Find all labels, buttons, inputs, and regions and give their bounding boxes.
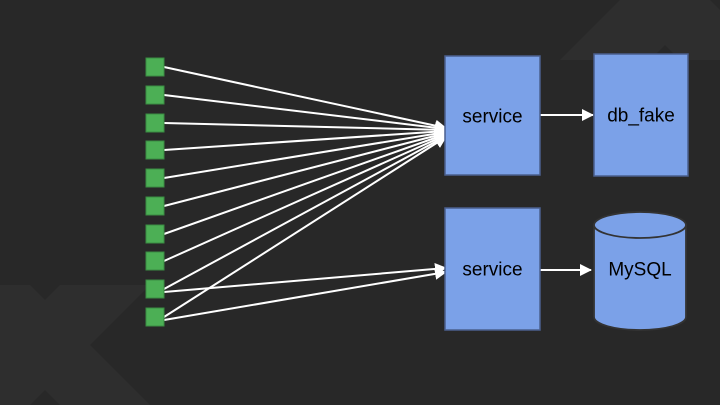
client-square-6[interactable] xyxy=(145,196,165,216)
client-square-1[interactable] xyxy=(145,57,165,77)
edge-client-9-to-service-top xyxy=(163,135,447,290)
edge-client-10-to-service-bottom xyxy=(163,267,447,321)
edge-group-clients-to-service-top xyxy=(163,66,447,318)
node-mysql-label: MySQL xyxy=(608,260,671,281)
edge-client-8-to-service-top xyxy=(163,134,447,262)
client-square-4[interactable] xyxy=(145,140,165,160)
edge-client-6-to-service-top xyxy=(163,129,447,207)
edge-client-2-to-service-top xyxy=(163,94,447,134)
edge-client-1-to-service-top xyxy=(163,66,447,132)
edge-client-5-to-service-top xyxy=(163,127,447,179)
x-cross-watermark-top-right xyxy=(560,0,720,60)
client-square-5[interactable] xyxy=(145,168,165,188)
client-square-8[interactable] xyxy=(145,251,165,271)
edge-client-7-to-service-top xyxy=(163,132,447,235)
edge-client-4-to-service-top xyxy=(163,125,447,151)
x-cross-watermark-bottom-left xyxy=(0,285,150,405)
node-service-bottom[interactable]: service xyxy=(444,207,541,331)
edge-client-10-to-service-top xyxy=(163,136,447,318)
client-square-3[interactable] xyxy=(145,113,165,133)
edge-group-clients-to-service-bottom xyxy=(163,262,447,321)
node-mysql-cylinder-body xyxy=(593,224,687,331)
node-db-fake-shape xyxy=(593,53,689,177)
client-square-list xyxy=(145,57,165,327)
node-service-bottom-shape xyxy=(444,207,541,331)
node-mysql[interactable]: MySQL xyxy=(593,211,687,331)
node-mysql-cylinder-top xyxy=(593,211,687,239)
node-service-top[interactable]: service xyxy=(444,55,541,176)
node-service-bottom-label: service xyxy=(462,260,522,281)
node-db-fake-label: db_fake xyxy=(607,106,675,127)
edge-client-9-to-service-bottom xyxy=(163,262,447,293)
client-square-2[interactable] xyxy=(145,85,165,105)
client-square-10[interactable] xyxy=(145,307,165,327)
node-db-fake[interactable]: db_fake xyxy=(593,53,689,177)
node-service-top-shape xyxy=(444,55,541,176)
node-service-top-label: service xyxy=(462,107,522,128)
client-square-9[interactable] xyxy=(145,279,165,299)
edge-client-3-to-service-top xyxy=(163,122,447,136)
client-square-7[interactable] xyxy=(145,224,165,244)
